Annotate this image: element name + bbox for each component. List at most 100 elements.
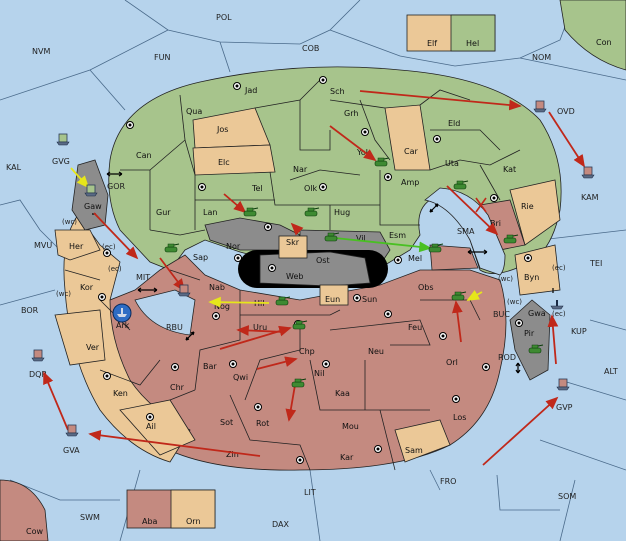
army-icon [428,243,444,253]
label-eun: Eun [325,295,340,304]
label-gaw: Gaw [84,202,102,211]
province-labels: Jad Sch Qua Jos Grh Eld Can Yok Car Uta … [69,86,546,462]
sea-gor: GOR [107,182,125,191]
army-icon [275,296,291,306]
fleet-icon [550,300,564,310]
move-arrows-green [334,237,432,253]
label-gwa: Gwa [528,309,546,318]
fleet-icon [581,166,595,179]
label-qwi: Qwi [233,373,248,382]
province-her[interactable] [54,229,101,261]
province-ver[interactable] [54,309,106,366]
sea-ec2: (ec) [552,264,566,272]
label-amp: Amp [401,178,419,187]
sea-nvm: NVM [32,47,50,56]
label-nog: Nog [214,302,230,311]
label-nil: Nil [314,369,324,378]
province-cow[interactable] [0,479,49,541]
move-arrows-yellow [70,167,483,308]
label-nab: Nab [209,283,225,292]
army-icon [243,207,259,217]
label-chp: Chp [299,347,315,356]
province-ail[interactable] [119,399,196,456]
label-lan: Lan [203,208,217,217]
sea-kam: KAM [581,193,599,202]
province-web[interactable] [259,251,371,287]
province-hel[interactable] [450,14,496,52]
supply-centers [98,76,532,464]
province-eun[interactable] [319,284,349,306]
label-jos: Jos [216,125,228,134]
double-arrow-sma-north [429,203,439,213]
sea-cob: COB [302,44,319,53]
sea-kup: KUP [571,327,587,336]
label-sam: Sam [405,446,423,455]
label-gur: Gur [156,208,171,217]
label-aba: Aba [142,517,158,526]
sea-dax: DAX [272,520,289,529]
army-icon [528,344,544,354]
label-tel: Tel [251,184,263,193]
sea-wc1: (wc) [62,218,77,226]
sea-wc2b: (wc) [507,298,522,306]
sea-fro: FRO [440,477,456,486]
province-sam[interactable] [394,419,451,463]
armies[interactable] [164,157,544,388]
label-pir: Pir [524,329,535,338]
sea-kal: KAL [6,163,22,172]
sea-ec1b: (ec) [108,265,122,273]
sea-labels: POL NVM FUN COB NOM KAL GOR MVU (wc) (ec… [6,13,618,529]
label-ost: Ost [316,256,330,265]
army-icon [304,207,320,217]
sea-som: SOM [558,492,576,501]
fleet-icon [556,378,570,391]
label-elc: Elc [218,158,230,167]
gulf-rbu [134,289,196,336]
label-web: Web [286,272,303,281]
province-skr[interactable] [278,235,308,259]
label-mou: Mou [342,422,359,431]
label-ver: Ver [86,343,100,352]
fleet-icon [84,184,98,197]
sea-sma: SMA [457,227,475,236]
label-car: Car [404,147,418,156]
sea-buc: BUC [493,310,510,319]
label-sun: Sun [362,295,377,304]
fleet-icon [533,100,547,113]
sea-tei: TEI [589,259,602,268]
selected-unit-ark[interactable] [112,303,132,323]
sea-lit: LIT [304,488,316,497]
label-cow: Cow [26,527,43,536]
sea-wc2: (wc) [498,275,513,283]
label-orl: Orl [446,358,458,367]
fleet-icon [31,349,45,362]
double-arrow-gor [106,171,123,177]
label-con: Con [596,38,612,47]
label-zin: Zin [226,450,239,459]
label-ken: Ken [113,389,128,398]
label-grh: Grh [344,109,358,118]
province-elc[interactable] [192,144,276,176]
sea-ec1: (ec) [102,243,116,251]
province-rie[interactable] [509,179,561,246]
label-chr: Chr [170,383,185,392]
label-sap: Sap [193,253,208,262]
sea-ovd: OVD [557,107,575,116]
province-obs-top[interactable] [429,244,479,271]
sea-gvg: GVG [52,157,70,166]
label-qua: Qua [186,107,202,116]
label-feu: Feu [408,323,422,332]
province-orn[interactable] [170,489,216,529]
sea-bor: BOR [21,306,39,315]
fleets[interactable] [31,100,595,437]
label-bri: Bri [490,219,501,228]
label-esm: Esm [389,231,406,240]
label-rot: Rot [256,419,269,428]
army-icon [453,180,469,190]
army-icon [291,378,307,388]
sea-gva: GVA [63,446,80,455]
label-ark: Ark [116,321,130,330]
label-neu: Neu [368,347,384,356]
